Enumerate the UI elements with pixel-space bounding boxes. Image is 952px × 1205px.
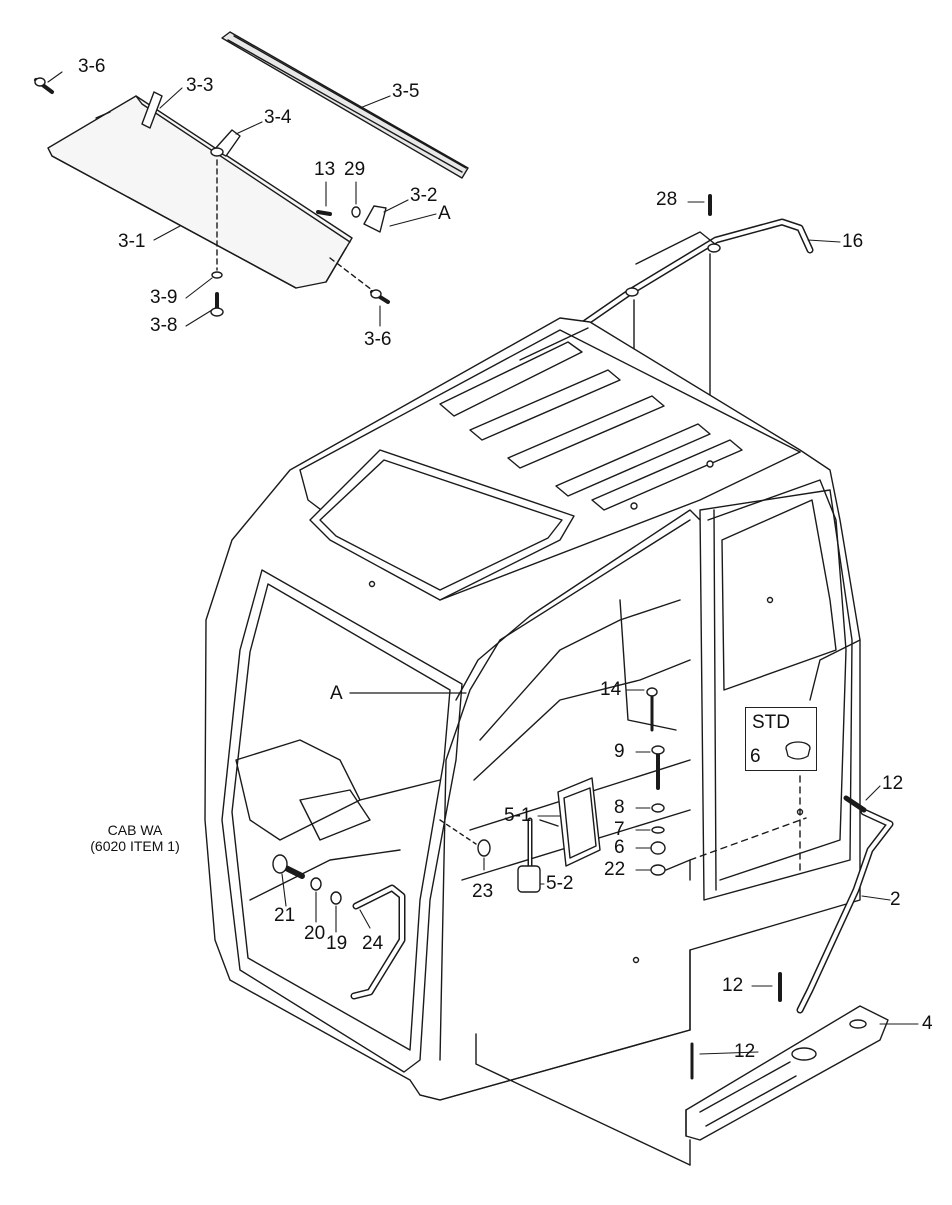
label-23: 23 bbox=[472, 881, 494, 902]
label-20: 20 bbox=[304, 923, 326, 944]
handrail-2 bbox=[796, 808, 894, 1014]
std-part-number: 6 bbox=[750, 746, 761, 767]
bolt-12-a bbox=[843, 795, 867, 813]
label-13: 13 bbox=[314, 159, 336, 180]
label-3-8: 3-8 bbox=[150, 315, 178, 336]
step-4 bbox=[685, 1005, 889, 1141]
bracket-3-3 bbox=[141, 91, 163, 129]
label-3-1: 3-1 bbox=[118, 231, 146, 252]
cab-body bbox=[204, 317, 861, 1101]
label-12-a: 12 bbox=[882, 773, 904, 794]
plug-icon bbox=[785, 741, 811, 760]
washer-29 bbox=[351, 206, 361, 218]
washer-3-9 bbox=[211, 271, 223, 279]
leader-step bbox=[475, 1033, 691, 1166]
label-4: 4 bbox=[922, 1013, 933, 1034]
cab-note: CAB WA (6020 ITEM 1) bbox=[70, 822, 200, 854]
bolt-13 bbox=[316, 210, 332, 216]
bolt-3-6-top bbox=[34, 77, 54, 94]
std-box: STD 6 bbox=[745, 707, 817, 771]
parts-stack bbox=[650, 745, 666, 876]
washer-23 bbox=[477, 839, 491, 857]
label-16: 16 bbox=[842, 231, 864, 252]
label-8: 8 bbox=[614, 797, 625, 818]
bolt-3-6-bottom bbox=[370, 289, 390, 304]
label-19: 19 bbox=[326, 933, 348, 954]
label-3-9: 3-9 bbox=[150, 287, 178, 308]
label-9: 9 bbox=[614, 741, 625, 762]
label-12-c: 12 bbox=[734, 1041, 756, 1062]
washer-19 bbox=[330, 891, 342, 905]
cab-note-line2: (6020 ITEM 1) bbox=[90, 838, 180, 854]
label-14: 14 bbox=[600, 679, 622, 700]
washer-20 bbox=[310, 877, 322, 891]
dash-3-6 bbox=[329, 257, 373, 291]
bracket-3-4 bbox=[210, 129, 241, 157]
mirror-5 bbox=[517, 777, 601, 893]
bolt-21 bbox=[272, 854, 305, 879]
label-2: 2 bbox=[890, 889, 901, 910]
label-22: 22 bbox=[604, 859, 626, 880]
cab-note-line1: CAB WA bbox=[107, 822, 163, 838]
strip-3-5 bbox=[221, 31, 469, 179]
label-5-1: 5-1 bbox=[504, 805, 532, 826]
std-title: STD bbox=[752, 712, 790, 733]
cover-3-1 bbox=[47, 95, 353, 289]
label-5-2: 5-2 bbox=[546, 873, 574, 894]
label-24: 24 bbox=[362, 933, 384, 954]
label-3-4: 3-4 bbox=[264, 107, 292, 128]
leaders bbox=[47, 71, 919, 1055]
bracket-3-2 bbox=[363, 205, 387, 233]
label-3-6-bottom: 3-6 bbox=[364, 329, 392, 350]
label-7: 7 bbox=[614, 819, 625, 840]
dash-std bbox=[689, 817, 807, 861]
handle-24 bbox=[350, 884, 406, 1000]
label-A-top: A bbox=[438, 203, 451, 224]
label-21: 21 bbox=[274, 905, 296, 926]
label-3-6-top: 3-6 bbox=[78, 56, 106, 77]
label-6: 6 bbox=[614, 837, 625, 858]
label-12-b: 12 bbox=[722, 975, 744, 996]
label-A-mid: A bbox=[330, 683, 343, 704]
bolt-3-8 bbox=[210, 292, 224, 317]
label-3-2: 3-2 bbox=[410, 185, 438, 206]
label-28: 28 bbox=[656, 189, 678, 210]
label-3-3: 3-3 bbox=[186, 75, 214, 96]
label-29: 29 bbox=[344, 159, 366, 180]
label-3-5: 3-5 bbox=[392, 81, 420, 102]
